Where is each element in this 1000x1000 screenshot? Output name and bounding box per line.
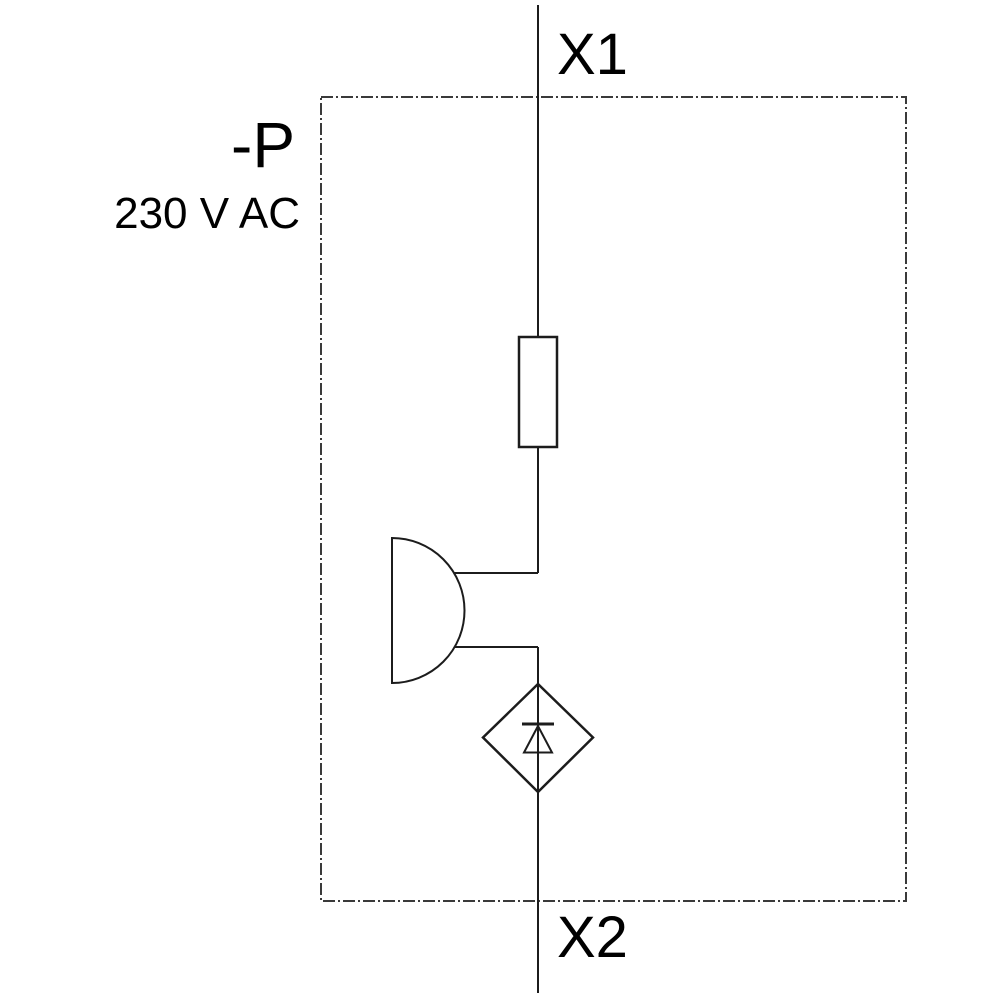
resistor-symbol bbox=[517, 335, 559, 449]
voltage-rating-label: 230 V AC bbox=[114, 189, 300, 238]
terminal-label-x2: X2 bbox=[557, 905, 628, 970]
module-boundary-box bbox=[320, 96, 907, 902]
terminal-label-x1: X1 bbox=[557, 22, 628, 87]
lamp-symbol bbox=[391, 536, 466, 685]
bridge-rectifier-symbol bbox=[481, 682, 595, 794]
device-tag-label: -P bbox=[231, 109, 295, 181]
diode-icon bbox=[522, 723, 554, 754]
